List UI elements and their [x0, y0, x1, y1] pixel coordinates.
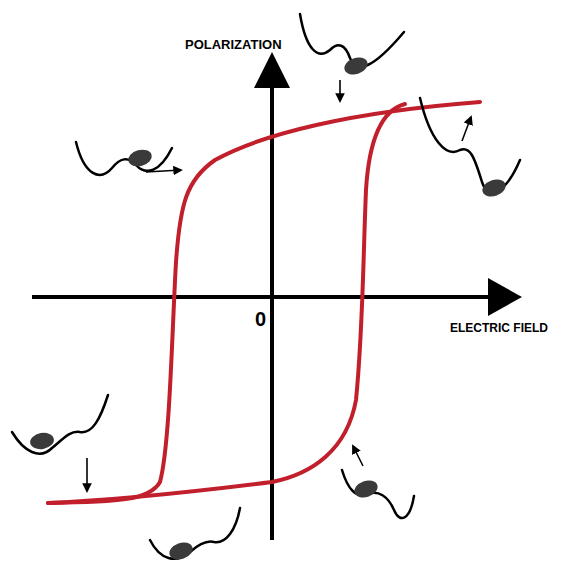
pointer-arrows	[87, 80, 471, 491]
axis-label: POLARIZATION	[185, 38, 282, 52]
potential-balls	[29, 54, 508, 562]
double-well-icons	[12, 14, 520, 559]
axes	[32, 52, 522, 540]
axis-label: ELECTRIC FIELD	[450, 322, 548, 335]
hysteresis-loop	[48, 102, 480, 503]
origin-label: 0	[255, 308, 266, 330]
